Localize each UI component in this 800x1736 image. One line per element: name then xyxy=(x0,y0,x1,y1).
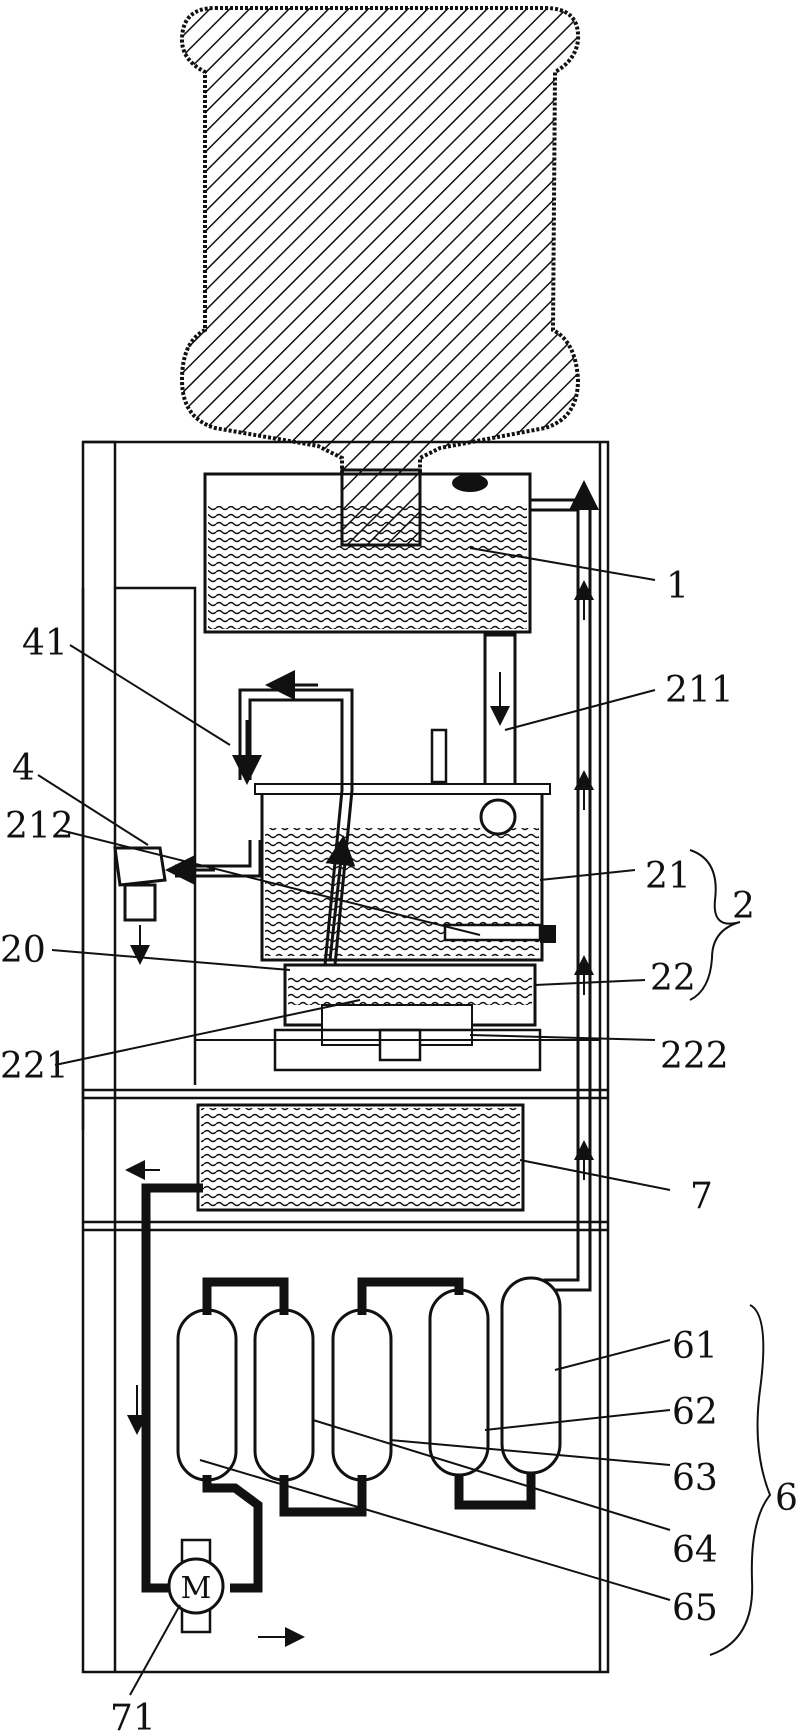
label-20: 20 xyxy=(0,930,46,971)
pipe-211 xyxy=(483,633,517,787)
label-21: 21 xyxy=(645,856,691,897)
label-63: 63 xyxy=(672,1458,718,1499)
label-222: 222 xyxy=(660,1036,729,1077)
faucet-4 xyxy=(113,846,167,965)
label-1: 1 xyxy=(666,566,689,607)
label-62: 62 xyxy=(672,1392,718,1433)
label-212: 212 xyxy=(5,806,74,847)
label-7: 7 xyxy=(690,1176,713,1217)
label-221: 221 xyxy=(0,1046,69,1087)
label-211: 211 xyxy=(665,670,734,711)
leader-lines xyxy=(37,547,671,1696)
label-61: 61 xyxy=(672,1326,718,1367)
label-71: 71 xyxy=(110,1698,156,1736)
pipe-41 xyxy=(165,670,356,966)
label-41: 41 xyxy=(22,623,68,664)
cooler-7 xyxy=(125,1103,525,1212)
pump-71: M xyxy=(167,1538,225,1634)
cabinet-frame xyxy=(81,440,610,1674)
label-6: 6 xyxy=(775,1478,798,1519)
label-64: 64 xyxy=(672,1530,718,1571)
brackets xyxy=(689,849,772,1656)
filter-connectors xyxy=(202,1277,536,1593)
pump-symbol: M xyxy=(181,1571,212,1606)
tank-1 xyxy=(203,468,532,634)
flow-arrows-misc xyxy=(127,1385,305,1647)
unit-22 xyxy=(195,963,600,1072)
heater-tank-21 xyxy=(254,728,556,962)
label-2: 2 xyxy=(732,886,755,927)
label-65: 65 xyxy=(672,1588,718,1629)
water-bottle xyxy=(179,6,581,547)
label-4: 4 xyxy=(12,748,35,789)
labels: 1 211 41 4 212 21 2 20 22 221 222 7 61 6… xyxy=(0,566,798,1736)
drain-pipe xyxy=(141,1183,203,1593)
label-22: 22 xyxy=(650,958,696,999)
